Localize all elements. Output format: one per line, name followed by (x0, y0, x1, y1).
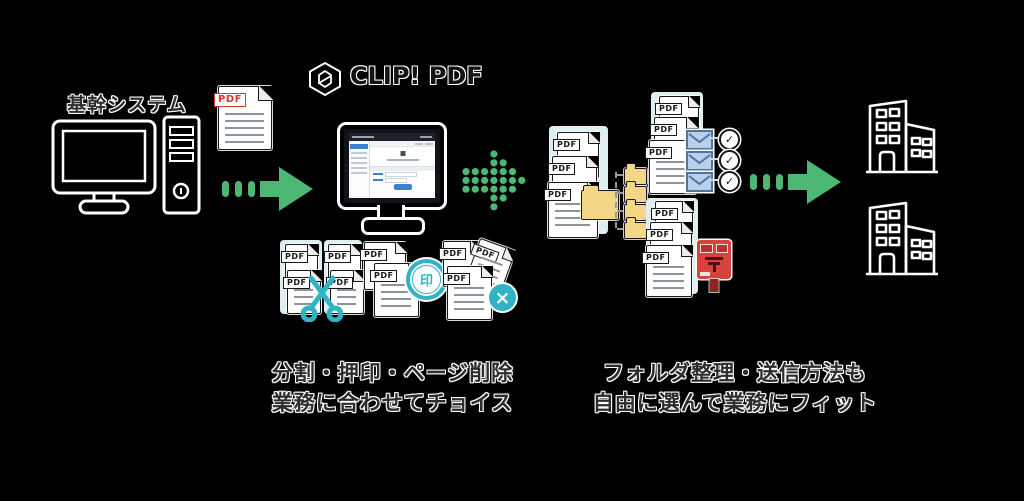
app-monitor (337, 122, 447, 210)
document-lines (225, 113, 264, 143)
app-main-area (370, 141, 435, 198)
delete-x-icon: × (489, 284, 516, 311)
postal-mark-icon (697, 257, 731, 272)
monitor-stand-base (361, 217, 425, 235)
app-sidebar (349, 141, 370, 198)
clip-pdf-hexagon-logo-icon (309, 62, 341, 96)
branch-line (615, 172, 617, 228)
monitor-stand-neck (377, 205, 405, 217)
checkmark-icon: ✓ (719, 150, 740, 171)
app-primary-button (393, 184, 412, 190)
app-titlebar (349, 133, 435, 141)
folded-corner (257, 85, 273, 101)
envelope-icon (686, 151, 713, 171)
monitor-screen (344, 129, 440, 203)
app-logo-text: CLIP! PDF (350, 62, 483, 90)
folder-icon (581, 185, 619, 220)
arrow-right-icon (750, 160, 841, 204)
postbox-icon (697, 240, 731, 292)
app-dropzone (370, 147, 435, 166)
stamp-icon: 印 (406, 259, 447, 300)
envelope-icon (686, 130, 713, 150)
scissors-icon (301, 275, 343, 322)
pdf-document: PDF (642, 244, 693, 297)
pdf-document: PDF (324, 243, 362, 280)
envelope-icon (686, 172, 713, 192)
dotted-arrow-icon (462, 150, 526, 211)
checkmark-icon: ✓ (719, 171, 740, 192)
app-sidebar-selected-item (350, 144, 368, 149)
building-icon (866, 99, 938, 174)
folder-icon (624, 217, 647, 239)
app-window-screenshot (349, 133, 435, 198)
process-caption: 分割・押印・ページ削除 業務に合わせてチョイス (250, 358, 535, 418)
process-caption-line1: 分割・押印・ページ削除 (271, 361, 514, 385)
pdf-document: PDF (283, 269, 322, 314)
desktop-computer-icon (51, 115, 201, 215)
process-caption-line2: 業務に合わせてチョイス (271, 391, 514, 415)
pdf-document: PDF (443, 265, 493, 320)
delivery-caption-line1: フォルダ整理・送信方法も (603, 361, 867, 385)
delivery-caption-line2: 自由に選んで業務にフィット (592, 391, 878, 415)
building-icon (866, 201, 938, 276)
stamp-kanji: 印 (412, 265, 441, 294)
core-system-label: 基幹システム (67, 94, 187, 116)
delivery-caption: フォルダ整理・送信方法も 自由に選んで業務にフィット (570, 358, 900, 418)
pdf-label: PDF (214, 93, 246, 107)
arrow-right-icon (222, 167, 313, 211)
checkmark-icon: ✓ (719, 129, 740, 150)
pdf-file-icon: PDF (214, 85, 273, 150)
